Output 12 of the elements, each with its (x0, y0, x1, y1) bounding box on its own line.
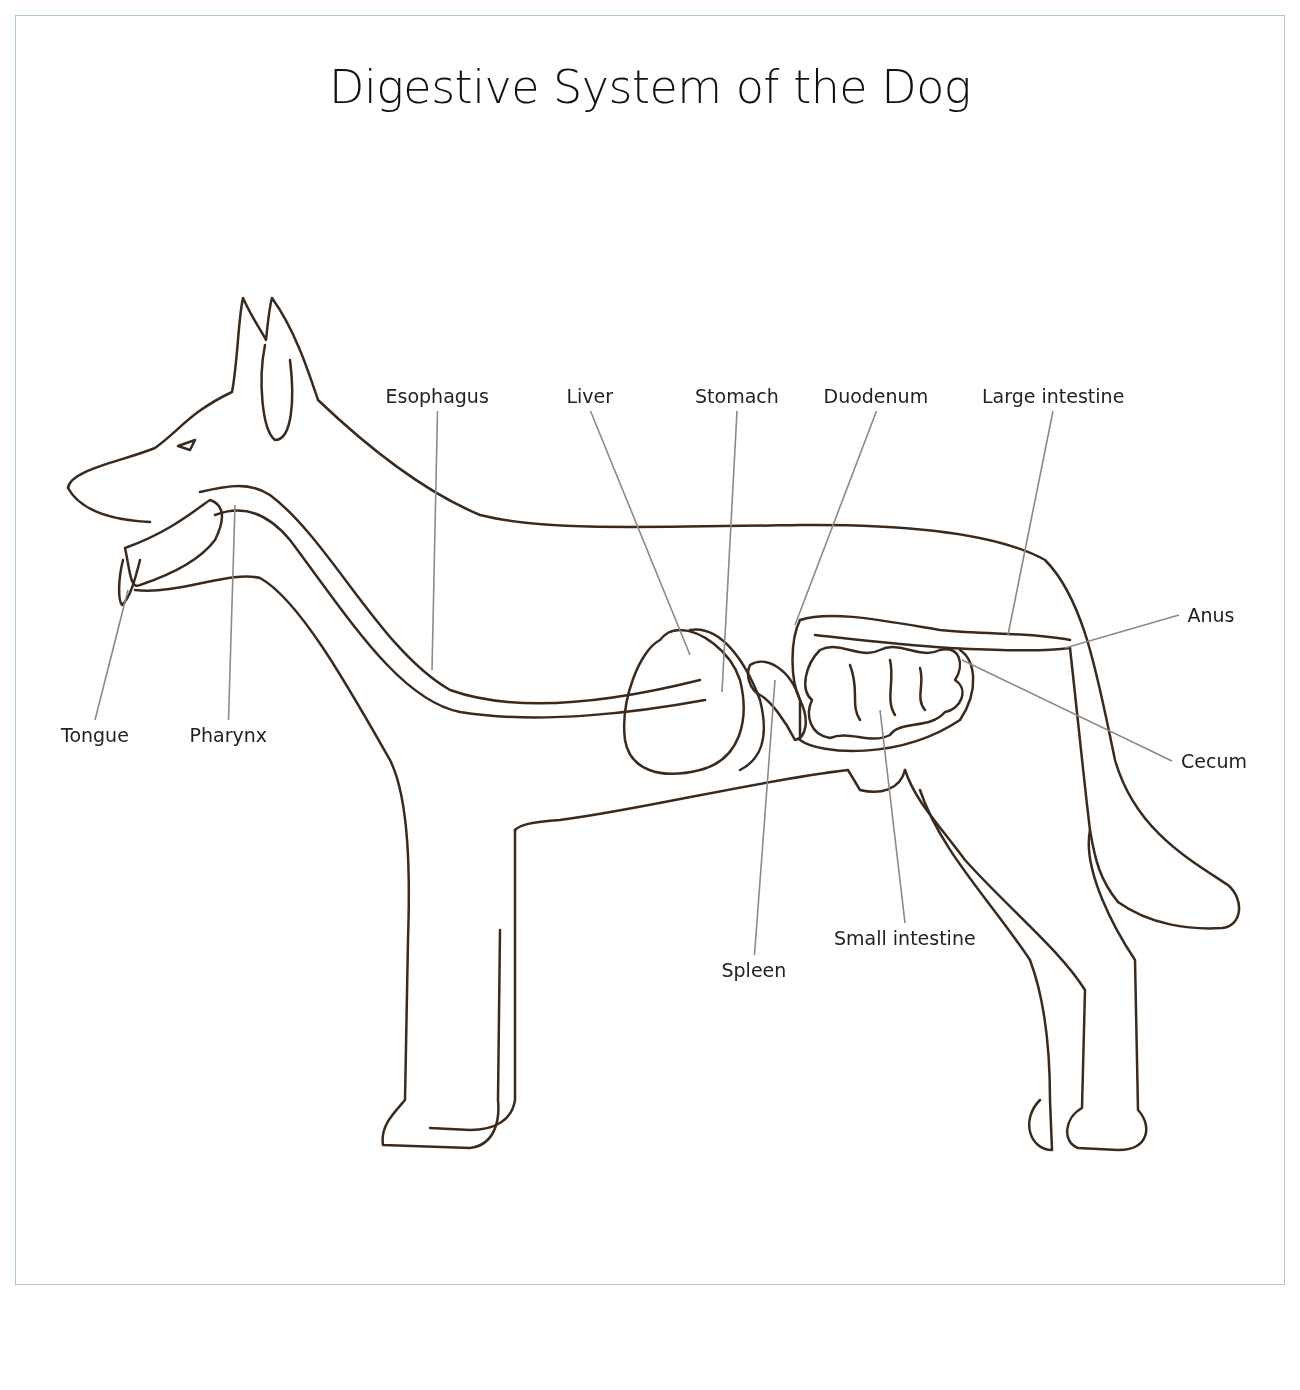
leader-line (94, 589, 129, 721)
leader-line (589, 410, 691, 656)
leader-line (794, 410, 878, 626)
leader-line (879, 709, 906, 924)
leader-line (1064, 614, 1180, 649)
leader-line (961, 659, 1173, 762)
leader-line (1007, 410, 1054, 636)
leader-line (227, 504, 236, 721)
diagram-title: Digestive System of the Dog (328, 60, 972, 114)
leader-line (721, 410, 738, 693)
leader-line (431, 410, 439, 671)
leader-line (753, 679, 776, 956)
